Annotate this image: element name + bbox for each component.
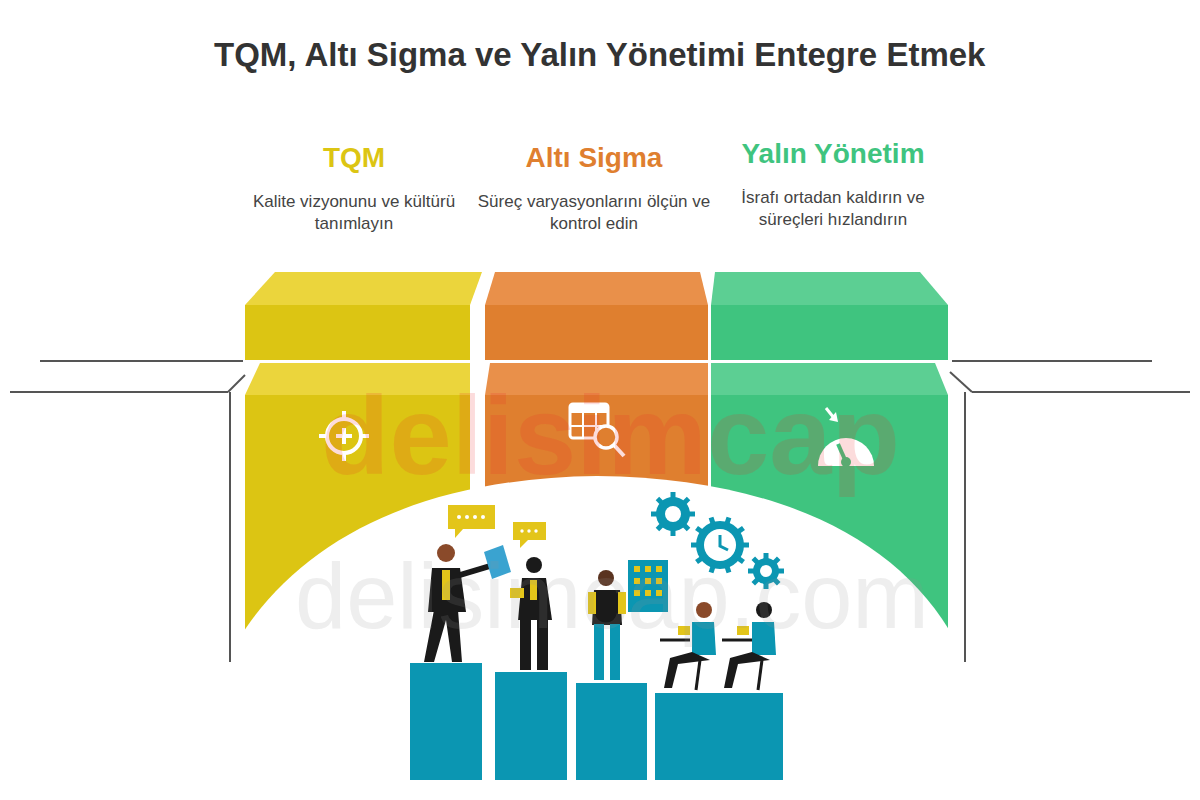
heading: Altı Sigma bbox=[477, 141, 711, 175]
gears bbox=[651, 492, 784, 589]
gear-tooth bbox=[774, 558, 779, 563]
rail-lines bbox=[10, 361, 1190, 662]
gear-tooth bbox=[671, 529, 676, 536]
lower-blocks bbox=[238, 363, 955, 640]
speech-bubbles bbox=[448, 505, 546, 548]
heading: TQM bbox=[237, 141, 471, 175]
description: İsrafı ortadan kaldırın ve süreçleri hız… bbox=[711, 187, 955, 231]
gear-tooth bbox=[657, 525, 662, 530]
gear-tooth bbox=[691, 543, 698, 548]
gear-tooth bbox=[742, 543, 749, 548]
target-icon bbox=[319, 411, 369, 461]
gear-tooth bbox=[748, 569, 755, 574]
gear-tooth bbox=[684, 525, 689, 530]
description: Kalite vizyonunu ve kültürü tanımlayın bbox=[237, 191, 471, 235]
column-heading: TQM Kalite vizyonunu ve kültürü tanımlayı… bbox=[237, 141, 471, 235]
gear-tooth bbox=[711, 566, 713, 573]
top-blocks bbox=[245, 272, 948, 360]
gear-tooth bbox=[727, 566, 729, 573]
table-search-icon bbox=[570, 404, 624, 456]
gear-tooth bbox=[697, 558, 703, 562]
gear-tooth bbox=[671, 492, 676, 499]
gear-tooth bbox=[774, 579, 779, 584]
gear-tooth bbox=[738, 558, 744, 562]
gear-tooth bbox=[688, 512, 695, 517]
gear-tooth bbox=[753, 558, 758, 563]
people bbox=[424, 544, 776, 690]
gear-tooth bbox=[651, 512, 658, 517]
gear-tooth bbox=[753, 579, 758, 584]
gear-tooth bbox=[697, 528, 703, 532]
gear-tooth bbox=[764, 553, 769, 560]
gear-tooth bbox=[684, 498, 689, 503]
column-heading: Altı SigmaSüreç varyasyonlarını ölçün ve… bbox=[477, 141, 711, 235]
gauge-icon bbox=[818, 408, 874, 467]
description: Süreç varyasyonlarını ölçün ve kontrol e… bbox=[477, 191, 711, 235]
gear-tooth bbox=[777, 569, 784, 574]
column-heading: Yalın Yönetimİsrafı ortadan kaldırın ve … bbox=[711, 137, 955, 231]
watermark: delisimcap bbox=[321, 380, 900, 492]
gear-tooth bbox=[727, 517, 729, 524]
heading: Yalın Yönetim bbox=[711, 137, 955, 171]
gear-tooth bbox=[738, 528, 744, 532]
watermark-url: delisimcap.com bbox=[295, 550, 929, 642]
gear-tooth bbox=[711, 517, 713, 524]
title: TQM, Altı Sigma ve Yalın Yönetimi Entegr… bbox=[214, 36, 985, 74]
gear-tooth bbox=[657, 498, 662, 503]
gear-tooth bbox=[764, 582, 769, 589]
